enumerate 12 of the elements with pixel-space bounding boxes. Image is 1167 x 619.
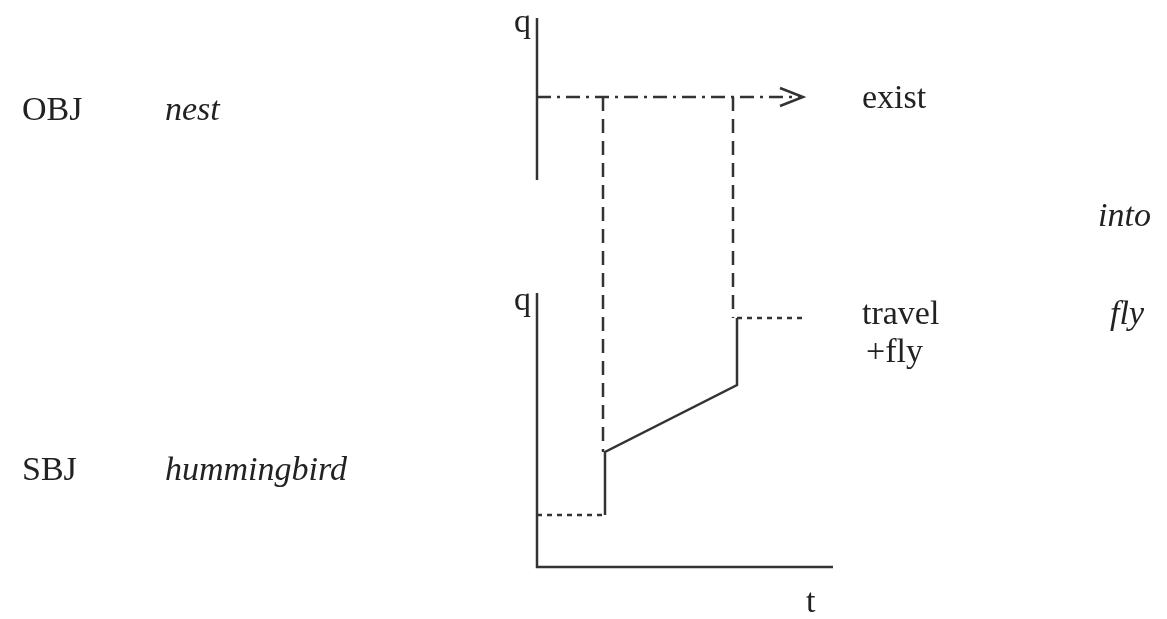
role-label: OBJ (22, 92, 83, 126)
state-label: exist (862, 80, 927, 114)
axis-label: q (514, 4, 531, 38)
role-label: SBJ (22, 452, 77, 486)
word-label: nest (165, 92, 220, 126)
word-label: into (1098, 198, 1151, 232)
state-label: travel (862, 296, 940, 330)
word-label: hummingbird (165, 452, 347, 486)
axis-label: q (514, 282, 531, 316)
state-label: +fly (866, 334, 923, 368)
word-label: fly (1110, 296, 1144, 330)
axis-label: t (806, 584, 816, 618)
